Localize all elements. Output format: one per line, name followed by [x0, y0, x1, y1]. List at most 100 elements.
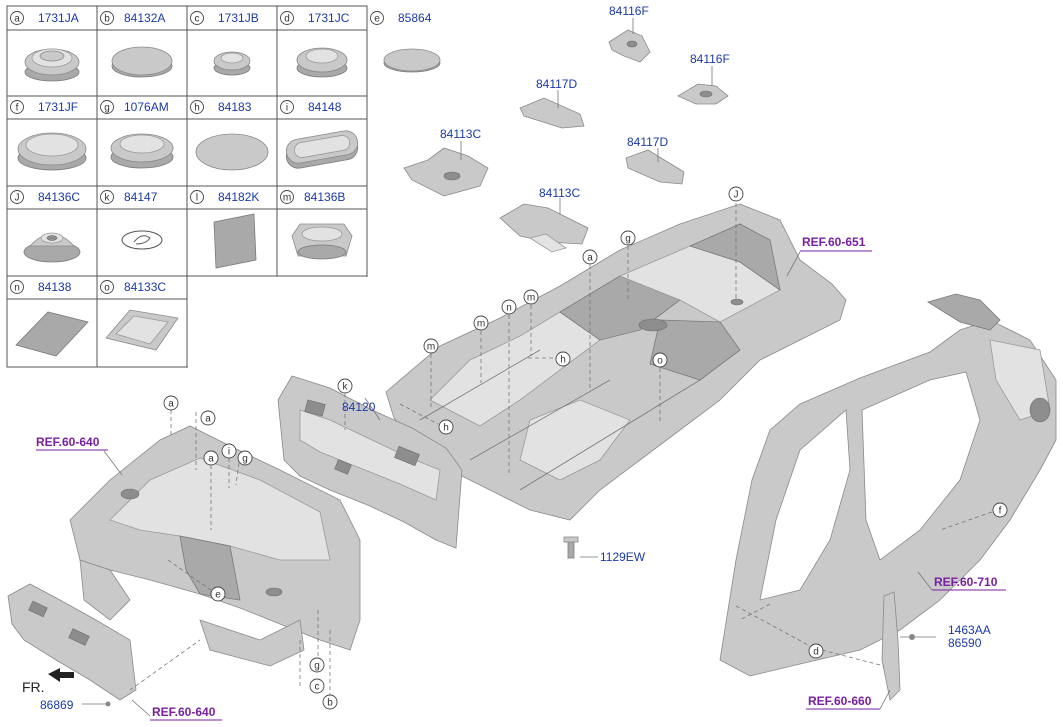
- callout-n: n: [506, 303, 512, 314]
- part-label-84120: 84120: [342, 400, 376, 414]
- legend-part-number: 84147: [124, 190, 158, 204]
- legend-cell-f: f 1731JF: [10, 100, 78, 114]
- plug-1731JA-icon: [24, 48, 80, 82]
- part-label-84116F-upper: 84116F: [609, 4, 649, 18]
- legend-cell-h: h 84183: [190, 100, 252, 114]
- part-label-84116F-lower: 84116F: [690, 52, 730, 66]
- legend-cell-o: o 84133C: [100, 280, 166, 294]
- dash-panel-lower: 86869: [7, 583, 137, 712]
- legend-part-number: 1076AM: [124, 100, 169, 114]
- reference-label-60-660: REF.60-660: [808, 694, 872, 708]
- callout-c: c: [315, 682, 320, 693]
- callout-b: b: [327, 698, 333, 709]
- legend-part-number: 84132A: [124, 11, 165, 25]
- reference-60-640-top[interactable]: REF.60-640: [36, 435, 123, 476]
- part-84113C-lower: 84113C: [499, 186, 589, 253]
- plug-84148-icon: [285, 130, 359, 169]
- reference-label-60-640-bottom: REF.60-640: [152, 705, 216, 719]
- part-label-86869: 86869: [40, 698, 74, 712]
- reference-60-710[interactable]: REF.60-710: [917, 571, 1006, 591]
- legend-part-number: 1731JC: [308, 11, 350, 25]
- reference-label-60-710: REF.60-710: [934, 575, 998, 589]
- legend-letter: a: [14, 14, 20, 25]
- side-callouts: f d: [735, 502, 1008, 667]
- legend-cell-k: k 84147: [100, 190, 158, 204]
- callout-h-center: h: [560, 355, 566, 366]
- front-direction-indicator: FR.: [22, 668, 74, 695]
- pillar-reinforcement: 1463AA 86590: [881, 591, 991, 701]
- callout-a-front-1: a: [168, 399, 174, 410]
- callout-h-left: h: [443, 423, 449, 434]
- callout-f: f: [999, 506, 1002, 517]
- side-outer-panel: [719, 293, 1057, 677]
- callout-m-center: m: [527, 293, 535, 304]
- legend-cell-e: e 85864: [370, 11, 432, 25]
- part-label-1129EW: 1129EW: [600, 550, 646, 564]
- legend-letter: n: [14, 283, 20, 294]
- callout-i: i: [228, 447, 230, 458]
- callout-J: J: [734, 190, 739, 201]
- legend-part-number: 84183: [218, 100, 252, 114]
- floor-callouts: J g a m n m m h h o: [399, 186, 744, 474]
- callout-o: o: [657, 356, 663, 367]
- legend-letter: J: [15, 193, 20, 204]
- part-label-84117D-lower: 84117D: [627, 135, 668, 149]
- callout-a-front-2: a: [205, 414, 211, 425]
- legend-cell-g: g 1076AM: [100, 100, 169, 114]
- cap-84132A-icon: [111, 46, 173, 78]
- reference-60-660[interactable]: REF.60-660: [806, 689, 891, 710]
- legend-letter: i: [286, 103, 288, 114]
- callout-g-bottom: g: [314, 661, 320, 672]
- legend-cell-i: i 84148: [280, 100, 342, 114]
- part-84117D-lower: 84117D: [625, 135, 685, 185]
- part-label-1463AA: 1463AA: [948, 623, 991, 637]
- callout-k: k: [343, 382, 349, 393]
- plug-1731JB-icon: [213, 51, 251, 76]
- part-84117D-upper: 84117D: [519, 77, 585, 129]
- legend-part-number: 1731JF: [38, 100, 78, 114]
- plug-1731JC-icon: [296, 47, 348, 78]
- part-label-84113C-lower: 84113C: [539, 186, 580, 200]
- legend-cell-l: l 84182K: [190, 190, 259, 204]
- legend-grid: [6, 5, 368, 368]
- reference-60-640-bottom[interactable]: REF.60-640: [131, 699, 222, 721]
- legend-letter: e: [374, 14, 380, 25]
- legend-cell-m: m 84136B: [280, 190, 345, 204]
- part-label-84117D-upper: 84117D: [536, 77, 577, 91]
- legend-letter: f: [16, 103, 19, 114]
- grommet-84136C-icon: [23, 232, 81, 263]
- legend-letter: c: [195, 14, 200, 25]
- grommet-84136B-icon: [291, 223, 353, 260]
- legend-letter: b: [104, 14, 110, 25]
- plug-1076AM-icon: [110, 133, 174, 169]
- reference-60-651[interactable]: REF.60-651: [786, 235, 872, 277]
- legend-cell-d: d 1731JC: [280, 11, 350, 25]
- legend-letter: k: [105, 193, 111, 204]
- legend-letter: m: [283, 193, 291, 204]
- callout-a-floor: a: [587, 253, 593, 264]
- legend-cell-b: b 84132A: [100, 11, 165, 25]
- callout-d: d: [813, 647, 819, 658]
- legend-part-number: 84148: [308, 100, 342, 114]
- callout-g-floor: g: [625, 234, 631, 245]
- pad-84138-icon: [15, 311, 89, 357]
- legend-letter: o: [104, 283, 110, 294]
- legend-letter: d: [284, 14, 290, 25]
- legend-letter: h: [194, 103, 200, 114]
- legend-part-number: 1731JA: [38, 11, 79, 25]
- reference-label-60-651: REF.60-651: [802, 235, 866, 249]
- clip-84147-icon: [121, 230, 163, 250]
- legend-cell-c: c 1731JB: [190, 11, 259, 25]
- part-84113C-upper: 84113C: [403, 127, 489, 197]
- callout-m-left: m: [477, 319, 485, 330]
- dash-insulator-84120: k 84120: [277, 375, 463, 549]
- part-label-86590: 86590: [948, 636, 982, 650]
- callout-e: e: [215, 590, 221, 601]
- callout-a-front-3: a: [208, 454, 214, 465]
- legend-part-number: 84138: [38, 280, 72, 294]
- callout-m-far: m: [427, 342, 435, 353]
- legend-cell-J: J 84136C: [10, 190, 80, 204]
- legend-part-number: 84133C: [124, 280, 166, 294]
- part-label-84113C-upper: 84113C: [440, 127, 481, 141]
